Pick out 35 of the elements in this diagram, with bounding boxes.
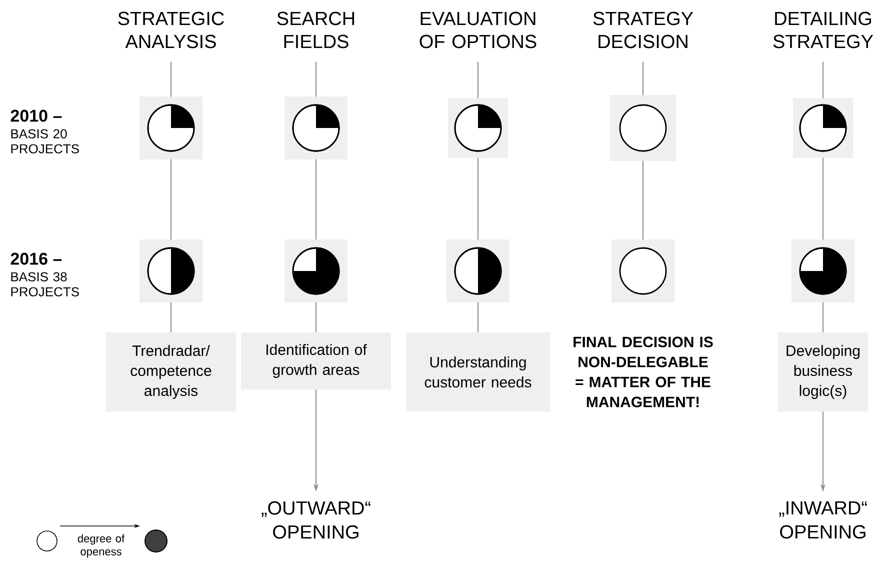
column-heading: SEARCH FIELDS	[277, 12, 354, 48]
year-label: 2016 –	[10, 252, 62, 265]
note-text: FINAL DECISION IS NON-DELEGABLE = MATTER OF THE MANAGEMENT!	[574, 336, 713, 408]
connector-line	[642, 61, 644, 96]
year-label: 2010 –	[10, 110, 62, 122]
step-box: Identification of growth areas	[241, 332, 391, 390]
connector-line	[170, 158, 172, 240]
harvey-ball	[147, 247, 195, 295]
column-heading: EVALUATION OF OPTIONS	[420, 12, 536, 48]
column-heading: DETAILING STRATEGY	[773, 12, 874, 48]
step-box: Developing business logic(s)	[778, 332, 868, 412]
harvey-ball	[619, 104, 667, 152]
column-heading: STRATEGIC ANALYSIS	[118, 12, 224, 48]
legend-text: degree of openess	[78, 534, 125, 558]
step-box: Trendradar/ competence analysis	[106, 332, 236, 412]
column-heading: STRATEGY DECISION	[593, 12, 694, 48]
connector-line	[642, 160, 644, 240]
harvey-ball	[799, 104, 847, 152]
step-box: Understanding customer needs	[406, 332, 550, 412]
harvey-ball	[454, 247, 502, 295]
harvey-ball	[147, 104, 195, 152]
connector-line	[822, 157, 824, 240]
harvey-ball	[454, 104, 502, 152]
connector-line	[170, 61, 172, 98]
row-label: BASIS 20 PROJECTS	[11, 129, 79, 154]
harvey-ball	[292, 247, 340, 295]
harvey-ball	[619, 247, 667, 295]
connector-line	[822, 61, 824, 99]
connector-line	[170, 302, 172, 333]
harvey-ball	[799, 247, 847, 295]
row-label: BASIS 38 PROJECTS	[11, 272, 79, 296]
connector-line	[822, 302, 824, 333]
outcome-text: „OUTWARD“ OPENING	[262, 501, 370, 539]
outcome-text: „INWARD“ OPENING	[779, 501, 867, 539]
harvey-ball	[292, 104, 340, 152]
